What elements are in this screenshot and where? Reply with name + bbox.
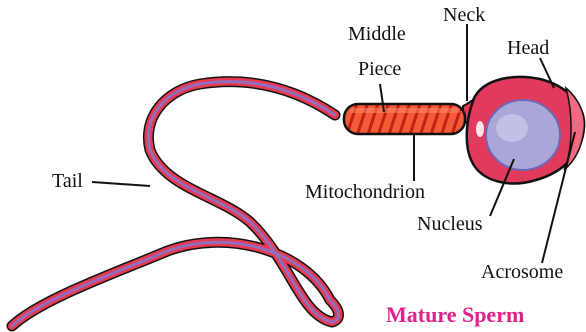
label-head: Head: [507, 38, 549, 58]
tail-outline: [12, 82, 339, 326]
diagram-title: Mature Sperm: [386, 304, 524, 326]
nucleus-shading: [496, 114, 528, 142]
label-tail: Tail: [52, 171, 83, 191]
tail-sheen: [12, 82, 339, 326]
tail-leader: [92, 182, 150, 186]
label-acrosome: Acrosome: [481, 262, 563, 282]
label-nucleus: Nucleus: [417, 214, 483, 234]
label-piece: Piece: [358, 59, 401, 79]
label-mitochondrion: Mitochondrion: [305, 182, 425, 202]
middle-piece-highlight: [350, 108, 460, 113]
label-middle: Middle: [348, 24, 406, 44]
head-highlight: [476, 121, 484, 137]
label-neck: Neck: [443, 5, 485, 25]
tail-body: [12, 82, 339, 326]
